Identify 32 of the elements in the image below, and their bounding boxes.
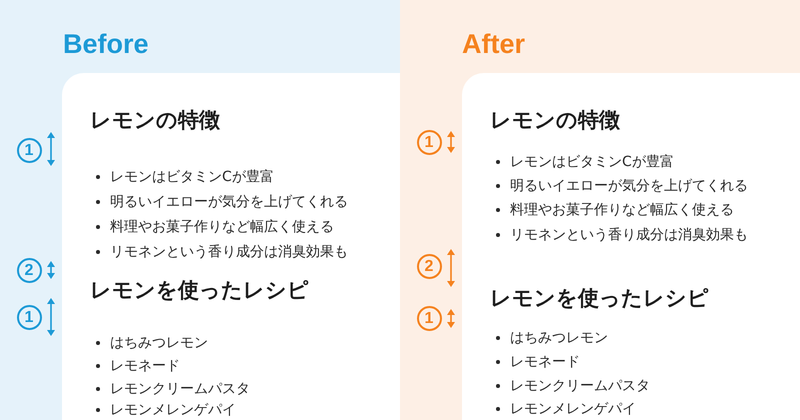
list-item: リモネンという香り成分は消臭効果も (510, 226, 748, 244)
panel-title: Before (63, 29, 149, 59)
list-item: レモンクリームパスタ (110, 380, 250, 398)
list-item: レモンはビタミンCが豊富 (510, 154, 674, 170)
list-item: レモンはビタミンCが豊富 (110, 168, 274, 186)
list-item: リモネンという香り成分は消臭効果も (110, 244, 348, 260)
circled-number: 1 (416, 306, 442, 330)
content-card (462, 73, 800, 420)
circled-number: 2 (416, 254, 442, 278)
section-heading: レモンを使ったレシピ (490, 285, 709, 311)
list-item: レモネード (110, 358, 180, 374)
comparison-panel (400, 0, 800, 420)
list-item: 明るいイエローが気分を上げてくれる (510, 178, 748, 194)
list-item: 明るいイエローが気分を上げてくれる (110, 194, 348, 210)
section-heading: レモンを使ったレシピ (90, 277, 309, 303)
panel-title: After (462, 29, 526, 59)
circled-number: 2 (16, 258, 42, 282)
circled-number: 1 (16, 304, 42, 330)
list-item: 料理やお菓子作りなど幅広く使える (110, 218, 334, 236)
list-item: はちみつレモン (110, 334, 208, 352)
list-item: レモンメレンゲパイ (110, 402, 236, 418)
list-item: レモネード (510, 354, 580, 370)
section-heading: レモンの特徴 (90, 107, 220, 133)
list-item: レモンクリームパスタ (510, 378, 650, 394)
section-heading: レモンの特徴 (490, 107, 620, 133)
list-item: 料理やお菓子作りなど幅広く使える (510, 202, 734, 218)
list-item: はちみつレモン (510, 330, 608, 346)
circled-number: 1 (16, 138, 42, 162)
circled-number: 1 (416, 130, 442, 154)
content-card (62, 73, 400, 420)
comparison-panel (0, 0, 400, 420)
list-item: レモンメレンゲパイ (510, 400, 636, 418)
